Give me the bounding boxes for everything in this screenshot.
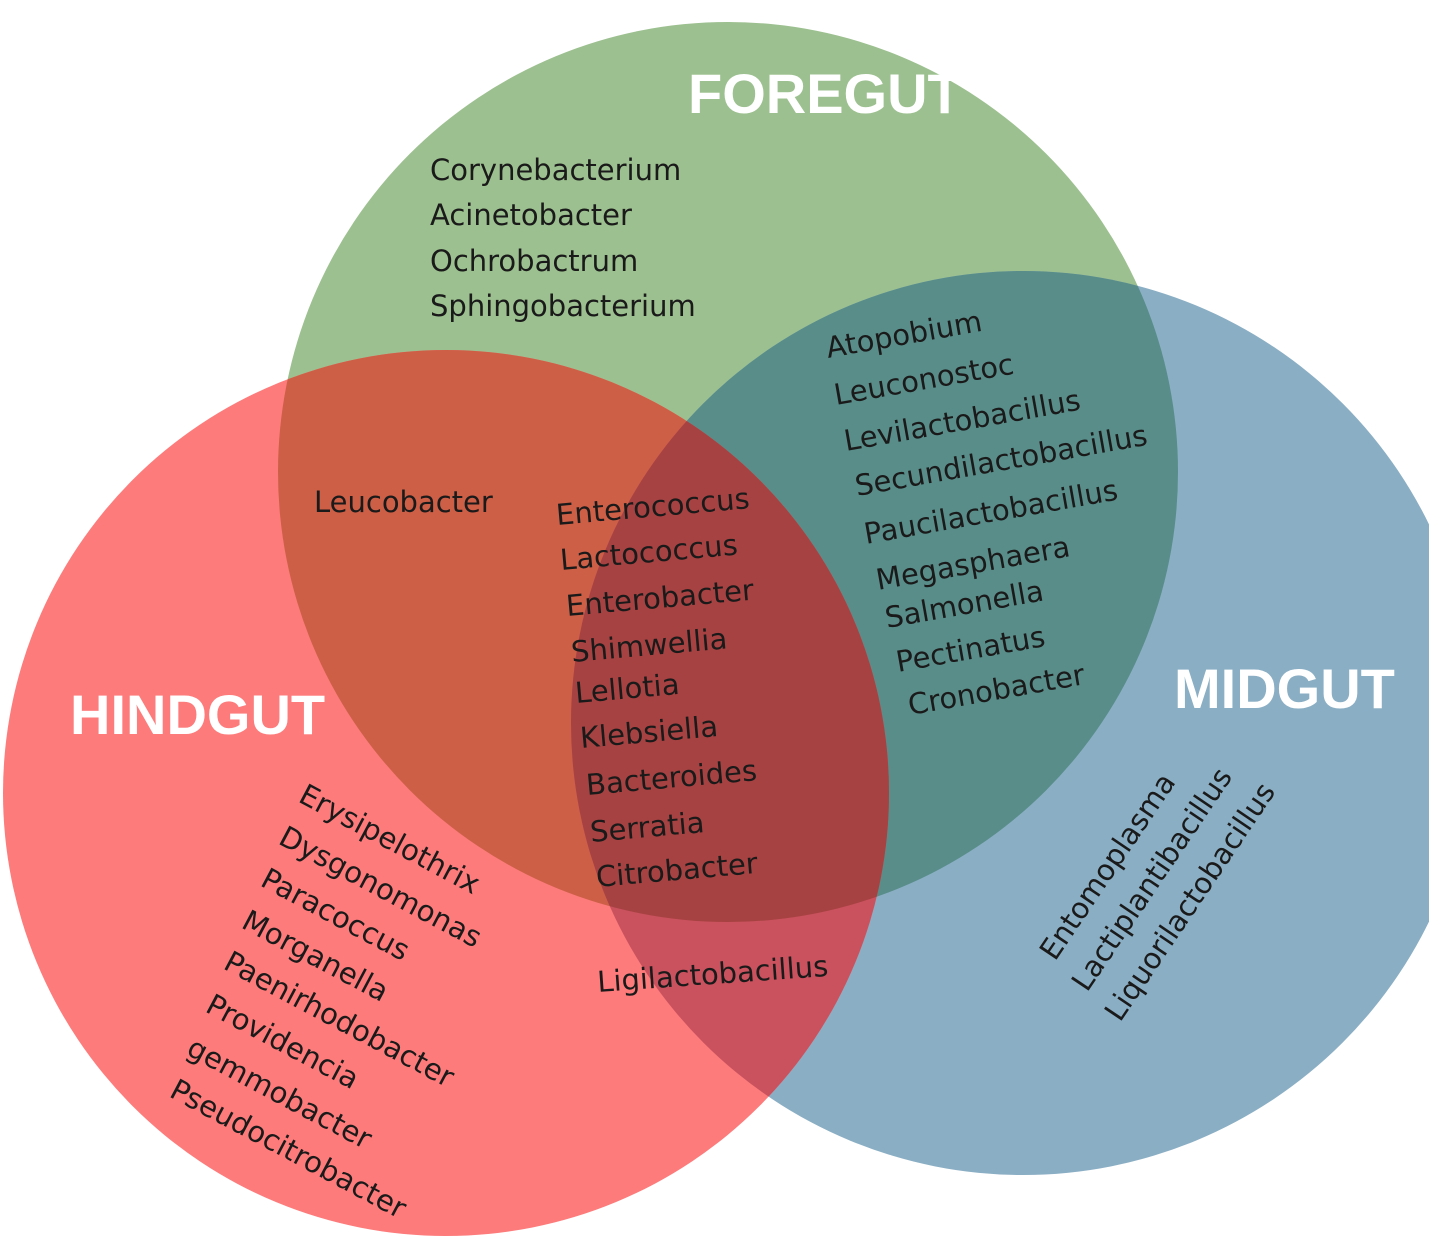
genus-label: Acinetobacter	[430, 198, 632, 232]
all-three-overlap	[571, 350, 889, 922]
genus-label: Sphingobacterium	[430, 289, 696, 323]
foregut-label: FOREGUT	[688, 62, 962, 125]
genus-label: Leucobacter	[314, 485, 493, 519]
hindgut-label: HINDGUT	[70, 683, 325, 746]
genus-label: Ochrobactrum	[430, 244, 638, 278]
midgut-label: MIDGUT	[1174, 657, 1395, 720]
foregut-only-list: Corynebacterium Acinetobacter Ochrobactr…	[430, 153, 696, 323]
genus-label: Corynebacterium	[430, 153, 681, 187]
foregut-midgut-overlap	[571, 271, 1178, 922]
